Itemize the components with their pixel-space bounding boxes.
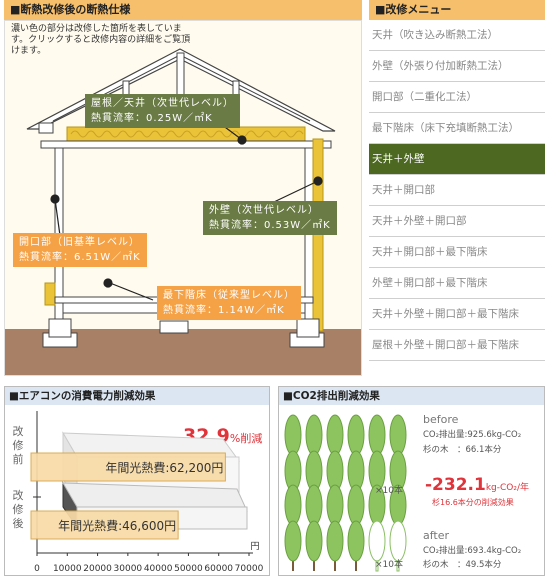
- y-category-label: 改: [13, 488, 24, 502]
- co2-reduction: -232.1kg-CO₂/年: [425, 475, 530, 495]
- callout-opening[interactable]: 開口部（旧基準レベル） 熱貫流率：6.51W／㎡K: [13, 233, 147, 267]
- y-category-label: 改: [13, 424, 24, 438]
- menu-item[interactable]: 天井（吹き込み断熱工法）: [369, 20, 545, 51]
- reduced-tree-icon: [389, 520, 407, 572]
- co2-title: ■CO2排出削減効果: [279, 387, 544, 405]
- co2-reduction-note: 杉16.6本分の削減効果: [432, 498, 514, 507]
- y-category-label: 修: [13, 438, 24, 452]
- menu-item[interactable]: 天井＋外壁: [369, 144, 545, 175]
- after-label: after: [423, 529, 450, 542]
- callout-roof[interactable]: 屋根／天井（次世代レベル） 熱貫流率：0.25W／㎡K: [85, 94, 240, 128]
- tree-icon: [305, 520, 323, 571]
- x-tick-label: 0: [34, 564, 40, 574]
- co2-panel: ■CO2排出削減効果 ×10本 ×10本 before CO₂排出量:925.6…: [278, 386, 545, 576]
- x-tick-label: 60000: [204, 564, 233, 574]
- callout-lowest-floor[interactable]: 最下階床（従来型レベル） 熱貫流率：1.14W／㎡K: [157, 286, 301, 320]
- diagram-intro: 濃い色の部分は改修した箇所を表しています。クリックすると改修内容の詳細をご覧頂け…: [11, 24, 191, 56]
- before-label: before: [423, 413, 459, 426]
- x-tick-label: 10000: [53, 564, 82, 574]
- before-tree-count: ×10本: [375, 486, 403, 496]
- before-trees: 杉の木 ：66.1本分: [423, 445, 502, 455]
- y-category-label: 前: [13, 452, 24, 466]
- tree-icon: [326, 520, 344, 571]
- x-tick-label: 40000: [144, 564, 173, 574]
- bar: [30, 452, 226, 482]
- x-tick-label: 20000: [83, 564, 112, 574]
- after-amount: CO₂排出量:693.4kg-CO₂: [423, 546, 522, 556]
- y-category-label: 修: [13, 502, 24, 516]
- menu-item[interactable]: 天井＋外壁＋開口部＋最下階床: [369, 299, 545, 330]
- aircon-title: ■エアコンの消費電力削減効果: [5, 387, 269, 405]
- x-tick-label: 70000: [235, 564, 264, 574]
- house-diagram: 濃い色の部分は改修した箇所を表しています。クリックすると改修内容の詳細をご覧頂け…: [4, 20, 362, 376]
- menu-item[interactable]: 屋根＋外壁＋開口部＋最下階床: [369, 330, 545, 361]
- outer-wall-insulation[interactable]: [312, 138, 324, 332]
- menu-item[interactable]: 天井＋開口部＋最下階床: [369, 237, 545, 268]
- tree-icon: [284, 520, 302, 571]
- bar-value-label: 年間光熱費:62,200円: [105, 460, 223, 475]
- aircon-panel: ■エアコンの消費電力削減効果 32.9%削減 年間光熱費:62,200円年間光熱…: [4, 386, 270, 576]
- tree-illustration: [284, 414, 407, 572]
- after-tree-count: ×10本: [375, 560, 403, 570]
- x-tick-label: 50000: [174, 564, 203, 574]
- menu-title: ■改修メニュー: [369, 0, 545, 20]
- menu-item[interactable]: 開口部（二重化工法）: [369, 82, 545, 113]
- menu-item[interactable]: 天井＋開口部: [369, 175, 545, 206]
- window-opening[interactable]: [44, 282, 56, 306]
- menu-item[interactable]: 天井＋外壁＋開口部: [369, 206, 545, 237]
- tree-icon: [347, 520, 365, 571]
- diagram-title: ■断熱改修後の断熱仕様: [4, 0, 362, 20]
- menu-item[interactable]: 最下階床（床下充填断熱工法）: [369, 113, 545, 144]
- y-category-label: 後: [13, 516, 24, 530]
- menu-item[interactable]: 外壁（外張り付加断熱工法）: [369, 51, 545, 82]
- before-amount: CO₂排出量:925.6kg-CO₂: [423, 430, 522, 440]
- callout-outer-wall[interactable]: 外壁（次世代レベル） 熱貫流率：0.53W／㎡K: [203, 201, 337, 235]
- renovation-menu: 天井（吹き込み断熱工法）外壁（外張り付加断熱工法）開口部（二重化工法）最下階床（…: [369, 20, 545, 361]
- x-unit-label: 円: [250, 541, 259, 552]
- menu-item[interactable]: 外壁＋開口部＋最下階床: [369, 268, 545, 299]
- bar: [30, 510, 179, 540]
- bar-value-label: 年間光熱費:46,600円: [58, 518, 176, 533]
- x-tick-label: 30000: [114, 564, 143, 574]
- house-cross-section: [5, 48, 361, 375]
- after-trees: 杉の木 ：49.5本分: [423, 560, 502, 570]
- reduced-tree-icon: [368, 520, 386, 572]
